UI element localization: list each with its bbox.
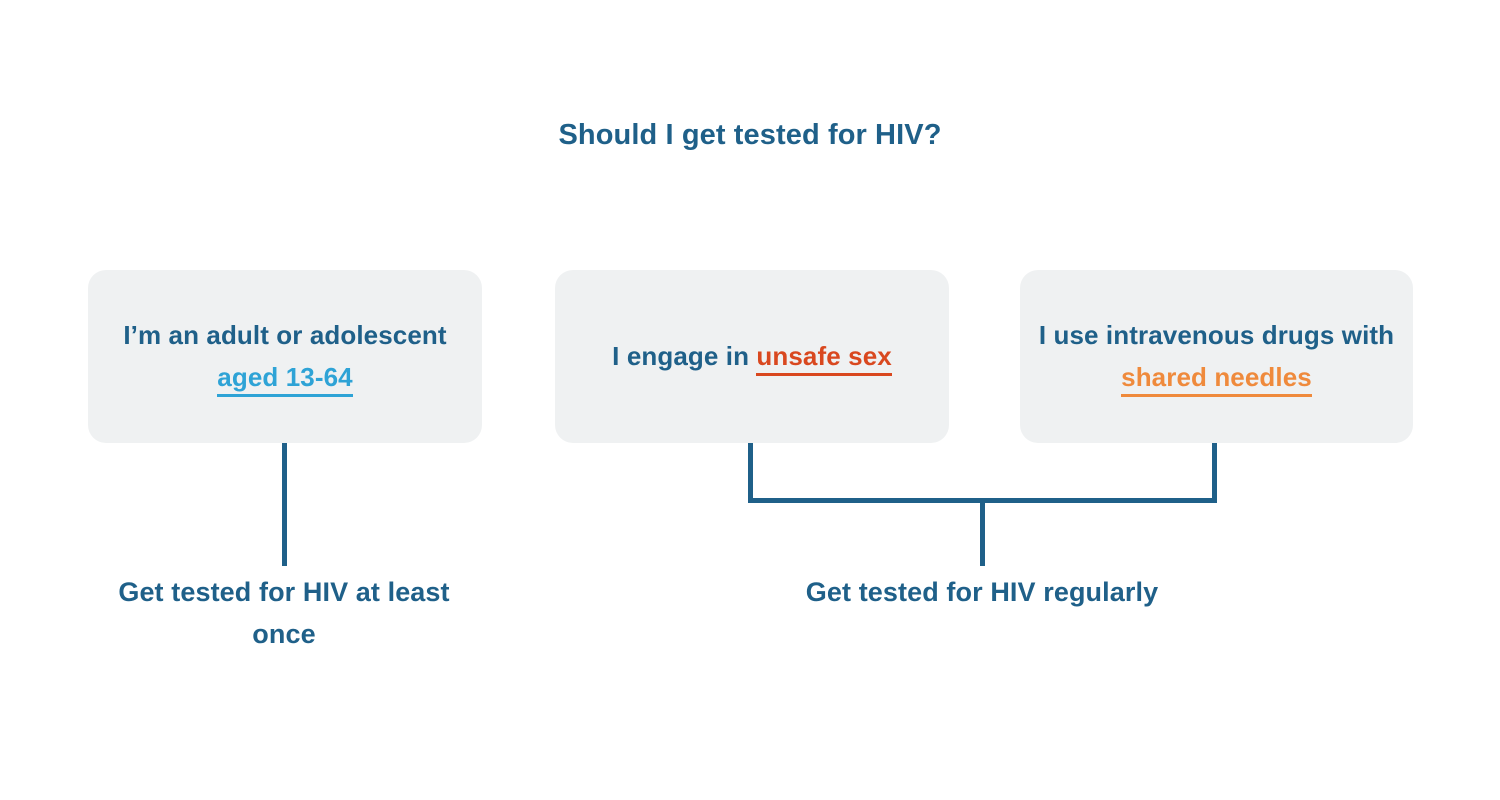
condition-shared-needles-prefix: I use intravenous drugs with bbox=[1038, 320, 1395, 351]
outcome-label-test-regularly: Get tested for HIV regularly bbox=[805, 577, 1159, 607]
condition-card-age[interactable]: I’m an adult or adolescent aged 13-64 bbox=[88, 270, 482, 443]
condition-unsafe-sex-highlight[interactable]: unsafe sex bbox=[756, 340, 892, 376]
condition-card-unsafe-sex[interactable]: I engage in unsafe sex bbox=[555, 270, 949, 443]
condition-shared-needles-highlight[interactable]: shared needles bbox=[1121, 361, 1312, 397]
connector-merge-bracket bbox=[748, 443, 1217, 503]
outcome-label-test-once: Get tested for HIV at least once bbox=[118, 577, 450, 649]
condition-card-unsafe-sex-text: I engage in unsafe sex bbox=[612, 336, 892, 377]
condition-card-age-text: I’m an adult or adolescent aged 13-64 bbox=[106, 315, 464, 397]
page-title: Should I get tested for HIV? bbox=[558, 119, 942, 151]
condition-age-prefix: I’m an adult or adolescent bbox=[123, 320, 447, 351]
condition-card-shared-needles[interactable]: I use intravenous drugs with shared need… bbox=[1020, 270, 1413, 443]
condition-card-shared-needles-text: I use intravenous drugs with shared need… bbox=[1038, 315, 1395, 397]
condition-age-highlight[interactable]: aged 13-64 bbox=[217, 361, 353, 397]
condition-unsafe-sex-prefix: I engage in bbox=[612, 340, 757, 371]
